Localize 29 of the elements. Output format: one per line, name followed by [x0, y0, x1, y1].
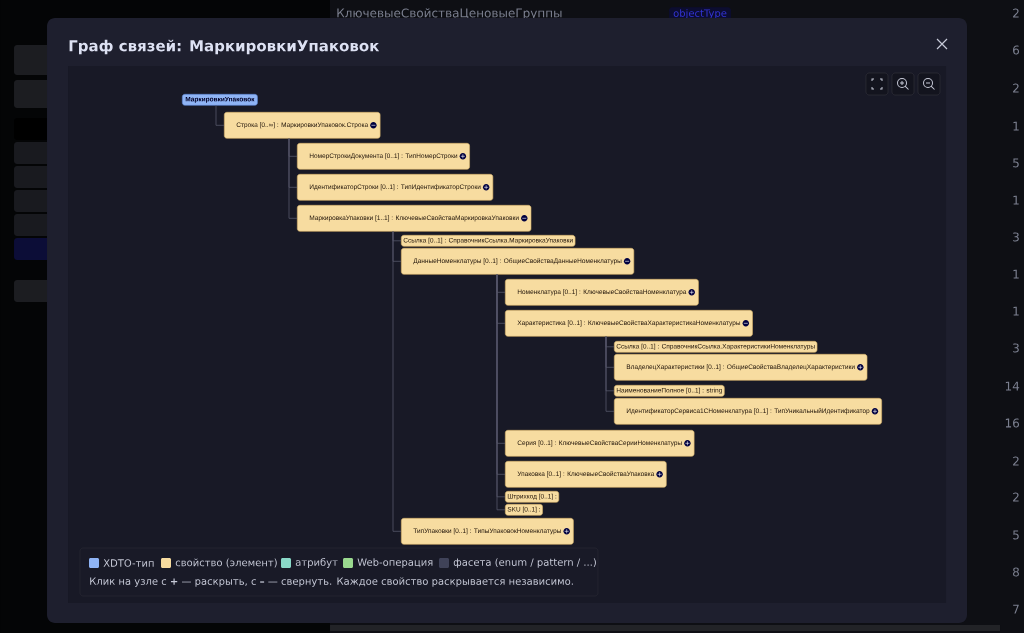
count-text: 5	[1013, 158, 1019, 168]
count-text: 3	[1013, 232, 1019, 242]
count-text: 1	[1013, 121, 1019, 131]
count-text: 8	[1013, 567, 1019, 577]
legend-label: атрибут	[295, 558, 338, 568]
count-text: 6	[1013, 45, 1020, 55]
legend-label: фасета (enum / pattern / ...)	[453, 558, 596, 568]
tree-connector	[288, 138, 298, 219]
legend-label: свойство (элемент)	[175, 558, 277, 568]
count-text: 16	[1005, 418, 1020, 428]
background-row-text: КлючевыеСвойстваЦеновыеГруппы	[337, 8, 562, 20]
tree-connector	[605, 336, 615, 412]
tree-connector	[392, 231, 402, 532]
count-text: 14	[1005, 381, 1020, 391]
count-text: 1	[1013, 306, 1019, 316]
count-text: 5	[1013, 530, 1019, 540]
legend-label: XDTO-тип	[103, 559, 154, 567]
dialog-title: Граф связей: МаркировкиУпаковок	[69, 39, 380, 55]
count-text: 2	[1013, 492, 1019, 502]
legend-label: Web-операция	[357, 558, 433, 568]
count-text: 2	[1013, 8, 1019, 18]
count-text: 2	[1013, 456, 1019, 466]
count-text: 1	[1013, 269, 1019, 279]
count-text: 1	[1013, 195, 1019, 205]
count-text: 7	[1013, 604, 1019, 614]
count-text: 3	[1013, 343, 1019, 353]
tree-connector	[215, 105, 225, 126]
count-text: 2	[1013, 83, 1019, 93]
hint-text: Клик на узле с + — раскрыть, с – — свернуть. Каждое свойство раскрывается независимо.	[90, 577, 573, 587]
